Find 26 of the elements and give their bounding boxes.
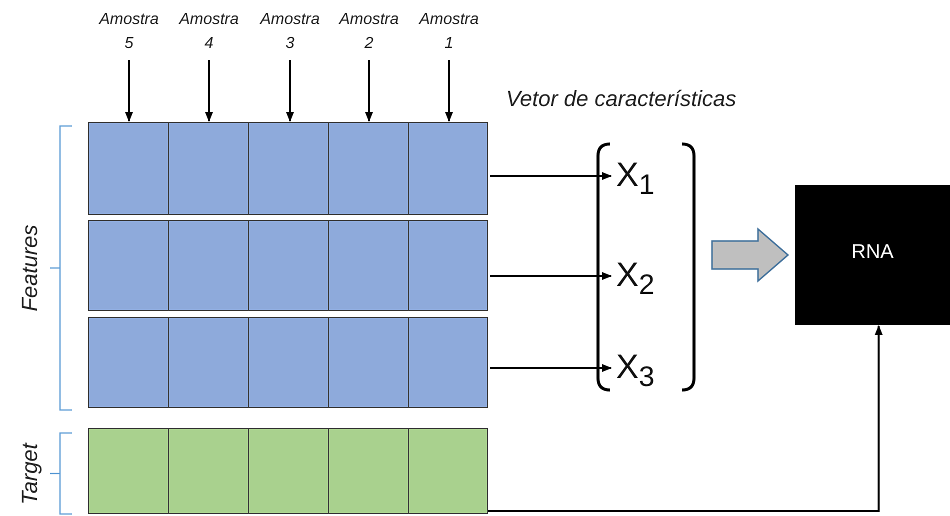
arrow [445, 60, 453, 122]
feature-symbol: X$_{2}$ [616, 256, 654, 302]
arrow [490, 172, 612, 180]
data-row [88, 317, 488, 408]
arrow [286, 60, 294, 122]
feature-symbol: X$_{1}$ [616, 156, 654, 202]
data-row [88, 122, 488, 215]
network-box: RNA [795, 185, 950, 325]
data-row [88, 220, 488, 311]
data-row [88, 428, 488, 514]
sample-label: Amostra 3 [259, 10, 321, 54]
arrow [125, 60, 133, 122]
axis-label: Features [17, 224, 43, 312]
arrow [205, 60, 213, 122]
sample-label: Amostra 5 [98, 10, 160, 54]
vector-heading: Vetor de características [506, 86, 736, 112]
sample-label: Amostra 2 [338, 10, 400, 54]
block-arrow [711, 227, 790, 283]
feature-symbol: X$_{3}$ [616, 348, 654, 394]
sample-label: Amostra 1 [418, 10, 480, 54]
axis-label: Target [17, 442, 43, 504]
arrow [365, 60, 373, 122]
arrow [490, 364, 612, 372]
arrow [488, 325, 883, 512]
sample-label: Amostra 4 [178, 10, 240, 54]
arrow [490, 272, 612, 280]
